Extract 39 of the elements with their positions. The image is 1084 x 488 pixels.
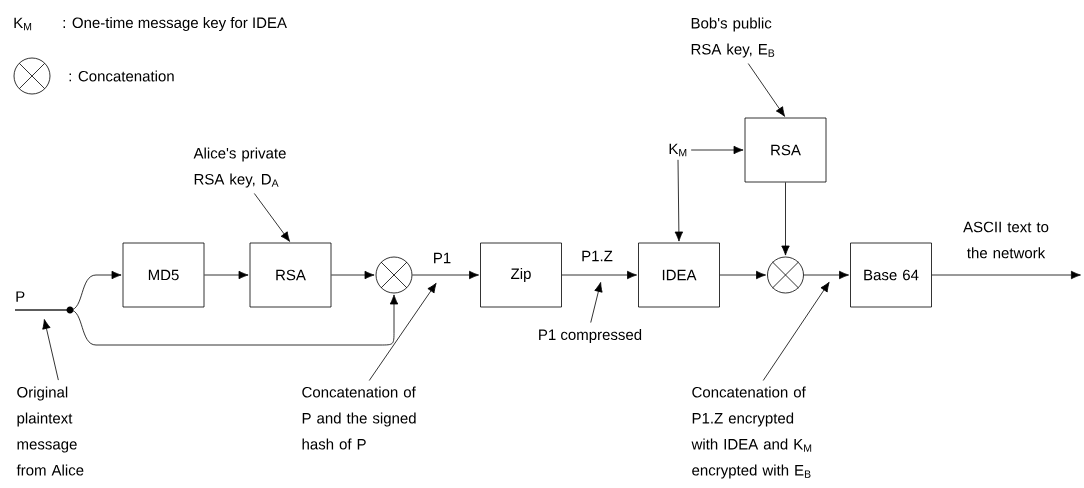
annotation-text: P1 compressed (539, 329, 642, 343)
process-box: Base 64 (850, 242, 932, 308)
arrow (803, 270, 849, 280)
annotation-text: Original plaintext message from Alice (16, 386, 84, 476)
process-box: RSA (744, 117, 827, 183)
arrow (561, 270, 637, 280)
annotation-text: Concatenation of P and the signed hash of P (302, 386, 416, 450)
edge-label: ASCII text to the network (963, 221, 1049, 259)
arrow (931, 270, 1081, 280)
leader-line (762, 281, 830, 381)
edge-label: P1 (434, 252, 451, 264)
edge-label: P1.Z (582, 250, 613, 262)
key-label: K$_{M}$ (669, 143, 687, 157)
arrow (204, 270, 249, 280)
arrow (412, 270, 479, 280)
process-box: IDEA (638, 242, 720, 308)
arrow (719, 270, 766, 280)
arrow (14, 294, 399, 346)
annotation-text: Concatenation of P1.Z encrypted with IDEA and K$_{M}$ encrypted with E$_{B}$ (691, 386, 812, 479)
annotation-text: Bob's public RSA key, E$_{B}$ (691, 17, 775, 58)
input-label: P (16, 291, 25, 302)
legend-text: : One-time message key for IDEA (63, 17, 287, 31)
arrow (331, 270, 375, 280)
leader-line (253, 193, 290, 242)
arrow (674, 159, 684, 242)
leader-line (590, 282, 603, 323)
arrow (690, 145, 744, 155)
leader-line (42, 319, 59, 381)
arrow (781, 182, 790, 256)
concatenation-circle (767, 256, 804, 294)
process-box: RSA (249, 242, 332, 308)
leader-line (747, 63, 786, 117)
annotation-text: Alice's private RSA key, D$_{A}$ (193, 147, 286, 188)
leader-line (368, 282, 437, 381)
concatenation-circle (375, 256, 413, 294)
process-box: MD5 (122, 242, 205, 308)
legend-symbol: K$_{M}$ (14, 17, 32, 31)
legend-text: : Concatenation (69, 70, 174, 82)
process-box: Zip (480, 242, 562, 308)
